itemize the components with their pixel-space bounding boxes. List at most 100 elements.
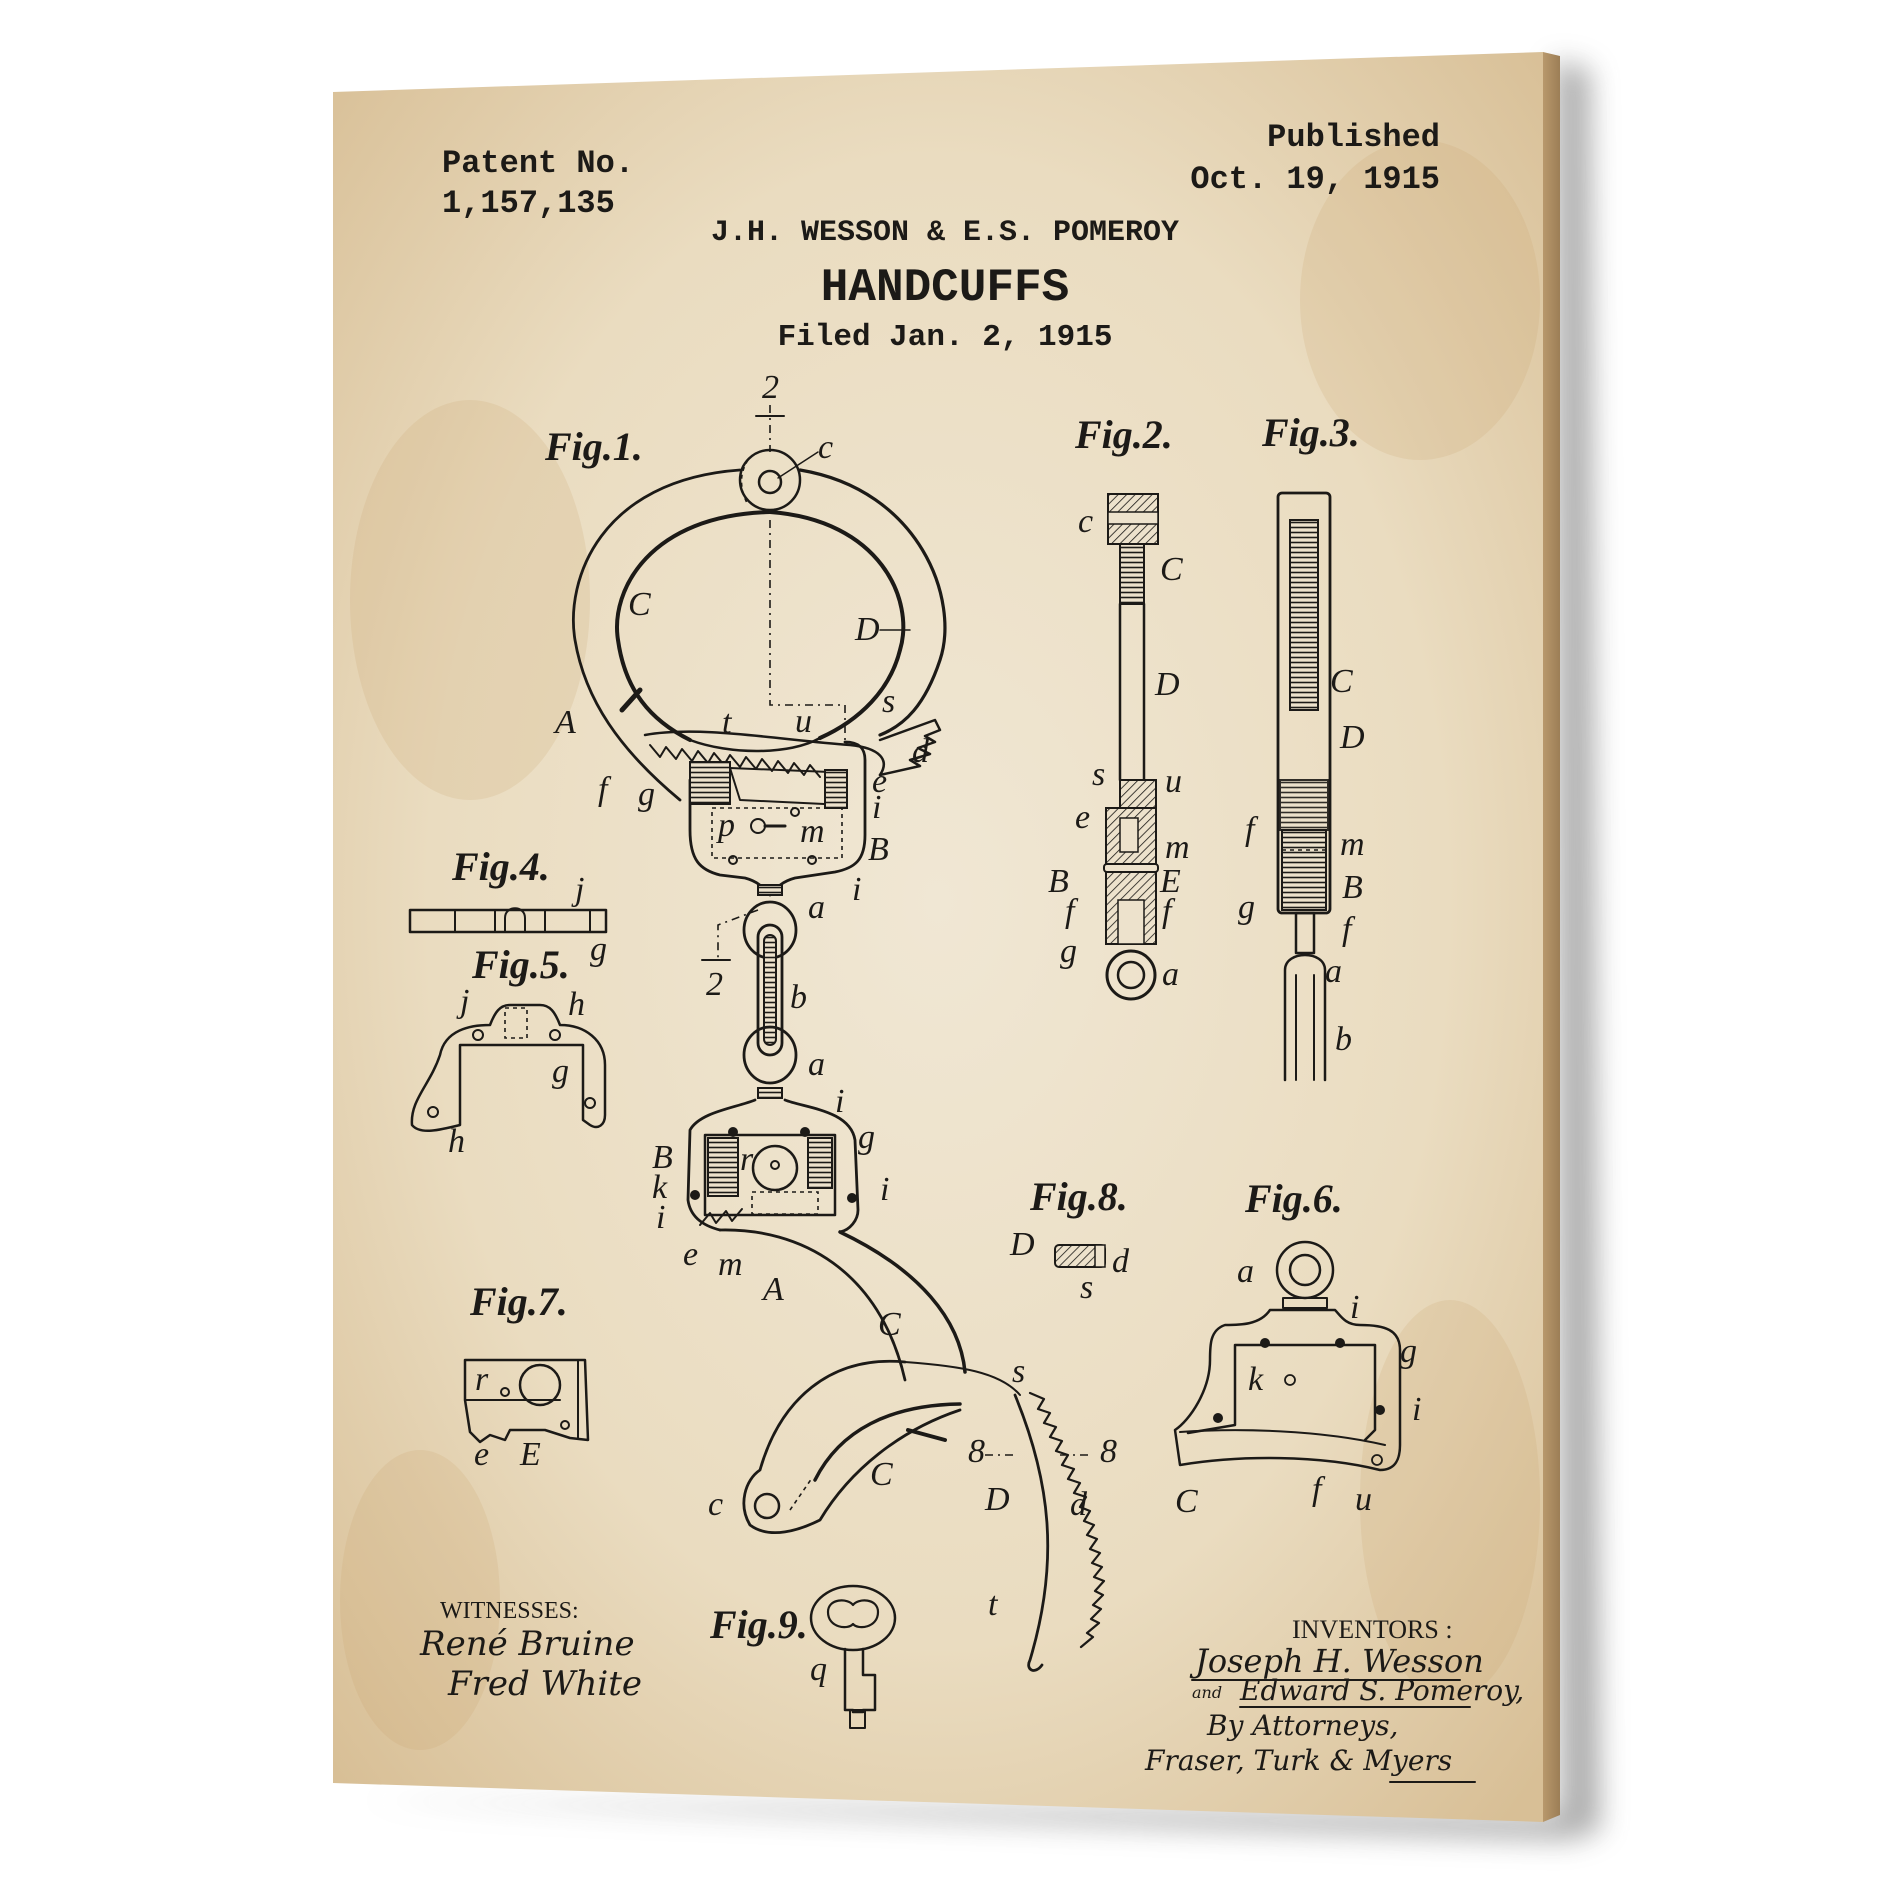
figure-9: Fig.9. q bbox=[709, 1584, 897, 1729]
inventor-and: and bbox=[1192, 1683, 1222, 1702]
fig1-label-B: B bbox=[868, 831, 889, 868]
fig2-label-a: a bbox=[1162, 956, 1179, 993]
fig1-label-b: b bbox=[790, 979, 807, 1016]
canvas-side-edge bbox=[1543, 52, 1560, 1822]
fig8-label-d: d bbox=[1112, 1243, 1130, 1280]
witness-signature-2: Fred White bbox=[447, 1664, 642, 1704]
paper-stains bbox=[340, 140, 1540, 1750]
fig3-label-D: D bbox=[1339, 719, 1365, 756]
fig2-label-e: e bbox=[1075, 799, 1090, 836]
fig3-label-g: g bbox=[1238, 889, 1255, 926]
published-date: Oct. 19, 1915 bbox=[1190, 161, 1440, 198]
patent-title: HANDCUFFS bbox=[821, 262, 1069, 314]
fig1-label-a: a bbox=[808, 889, 825, 926]
fig3-label-a: a bbox=[1325, 953, 1342, 990]
patent-number: 1,157,135 bbox=[442, 185, 615, 222]
fig6-label-g: g bbox=[1400, 1333, 1417, 1370]
fig1-label-e: e bbox=[872, 763, 887, 800]
fig1-label-e2: e bbox=[683, 1236, 698, 1273]
patent-header: Patent No. 1,157,135 Published Oct. 19, … bbox=[442, 119, 1440, 355]
section-mark-2-bottom: 2 bbox=[706, 966, 723, 1003]
witnesses-label: WITNESSES: bbox=[440, 1598, 579, 1624]
fig1-label-i2: i bbox=[852, 871, 861, 908]
fig2-label-g: g bbox=[1060, 933, 1077, 970]
fig5-label-h2: h bbox=[448, 1123, 465, 1160]
fig1-label-p: p bbox=[716, 807, 735, 844]
fig4-label: Fig.4. bbox=[451, 844, 550, 889]
fig7-label: Fig.7. bbox=[469, 1279, 568, 1324]
fig1-label-g2: g bbox=[858, 1119, 875, 1156]
fig1-label-A: A bbox=[553, 704, 576, 741]
fig1-label-i4: i bbox=[656, 1199, 665, 1236]
fig2-label-E: E bbox=[1159, 863, 1181, 900]
fig1-label-g: g bbox=[638, 776, 655, 813]
fig7-label-r: r bbox=[475, 1361, 489, 1398]
fig6-label-C: C bbox=[1175, 1483, 1198, 1520]
fig1-label-C2: C bbox=[878, 1306, 901, 1343]
fig1-label: Fig.1. bbox=[544, 424, 643, 469]
figure-4: Fig.4. j g bbox=[408, 844, 608, 968]
fig1-label-a2: a bbox=[808, 1046, 825, 1083]
fig4-label-g: g bbox=[590, 931, 607, 968]
fig1-label-c: c bbox=[818, 429, 833, 466]
inventor-signature-2: Edward S. Pomeroy, bbox=[1239, 1674, 1524, 1707]
figure-3: Fig.3. C D f m g B f a b bbox=[1238, 410, 1365, 1082]
fig7-label-E: E bbox=[519, 1436, 541, 1473]
fig1-label-i3: i bbox=[835, 1083, 844, 1120]
patent-number-label: Patent No. bbox=[442, 145, 634, 182]
fig1-label-eight-left: 8 bbox=[968, 1433, 985, 1470]
fig3-label: Fig.3. bbox=[1261, 410, 1360, 455]
fig6-label-i2: i bbox=[1412, 1391, 1421, 1428]
figure-8: Fig.8. D d s bbox=[1009, 1174, 1130, 1306]
fig1-label-D2: D bbox=[984, 1481, 1010, 1518]
fig2-label: Fig.2. bbox=[1074, 412, 1173, 457]
published-label: Published bbox=[1267, 119, 1440, 156]
fig2-label-u: u bbox=[1165, 763, 1182, 800]
fig1-label-m2: m bbox=[718, 1246, 743, 1283]
fig2-label-c: c bbox=[1078, 503, 1093, 540]
fig1-label-i5: i bbox=[880, 1171, 889, 1208]
fig1-label-D: D bbox=[854, 611, 880, 648]
fig1-label-A2: A bbox=[761, 1271, 784, 1308]
fig3-label-C: C bbox=[1330, 663, 1353, 700]
fig1-label-u: u bbox=[795, 703, 812, 740]
fig5-label-j: j bbox=[456, 983, 469, 1020]
fig6-label: Fig.6. bbox=[1244, 1176, 1343, 1221]
fig1-label-d: d bbox=[912, 733, 930, 770]
fig2-label-B: B bbox=[1048, 863, 1069, 900]
inventors-heading: J.H. WESSON & E.S. POMEROY bbox=[711, 216, 1179, 250]
fig1-label-d2: d bbox=[1070, 1486, 1088, 1523]
fig7-label-e: e bbox=[474, 1436, 489, 1473]
section-mark-2-top: 2 bbox=[762, 369, 779, 406]
fig3-label-m: m bbox=[1340, 826, 1365, 863]
fig3-label-B: B bbox=[1342, 869, 1363, 906]
fig1-label-t: t bbox=[722, 704, 733, 741]
inventor-signature-1: Joseph H. Wesson bbox=[1189, 1642, 1484, 1680]
figure-1: Fig.1. 2 c C D A t u s d bbox=[544, 369, 1117, 1672]
fig2-label-C: C bbox=[1160, 551, 1183, 588]
fig1-label-eight-right: 8 bbox=[1100, 1433, 1117, 1470]
fig1-label-B2: B bbox=[652, 1139, 673, 1176]
figure-7: Fig.7. r e E bbox=[463, 1279, 590, 1473]
fig5-label-g: g bbox=[552, 1053, 569, 1090]
fig2-label-m: m bbox=[1165, 829, 1190, 866]
fig3-label-b: b bbox=[1335, 1021, 1352, 1058]
figure-6: Fig.6. a i g k i f u C bbox=[1173, 1176, 1421, 1520]
witnesses-block: WITNESSES: René Bruine Fred White bbox=[419, 1598, 642, 1704]
fig9-label: Fig.9. bbox=[709, 1602, 808, 1647]
fig1-label-C: C bbox=[628, 586, 651, 623]
fig8-label-D: D bbox=[1009, 1226, 1035, 1263]
fig5-label: Fig.5. bbox=[471, 942, 570, 987]
inventors-block: INVENTORS : Joseph H. Wesson and Edward … bbox=[1144, 1615, 1524, 1783]
fig2-label-s: s bbox=[1092, 756, 1105, 793]
fig1-label-s2: s bbox=[1012, 1353, 1025, 1390]
fig6-label-k: k bbox=[1248, 1361, 1264, 1398]
filed-date: Filed Jan. 2, 1915 bbox=[778, 320, 1113, 355]
witness-signature-1: René Bruine bbox=[419, 1624, 635, 1664]
fig1-label-t2: t bbox=[988, 1586, 999, 1623]
inventors-label: INVENTORS : bbox=[1292, 1615, 1453, 1644]
fig4-label-j: j bbox=[571, 871, 584, 908]
attorneys-signature: Fraser, Turk & Myers bbox=[1144, 1744, 1452, 1777]
fig2-label-D: D bbox=[1154, 666, 1180, 703]
